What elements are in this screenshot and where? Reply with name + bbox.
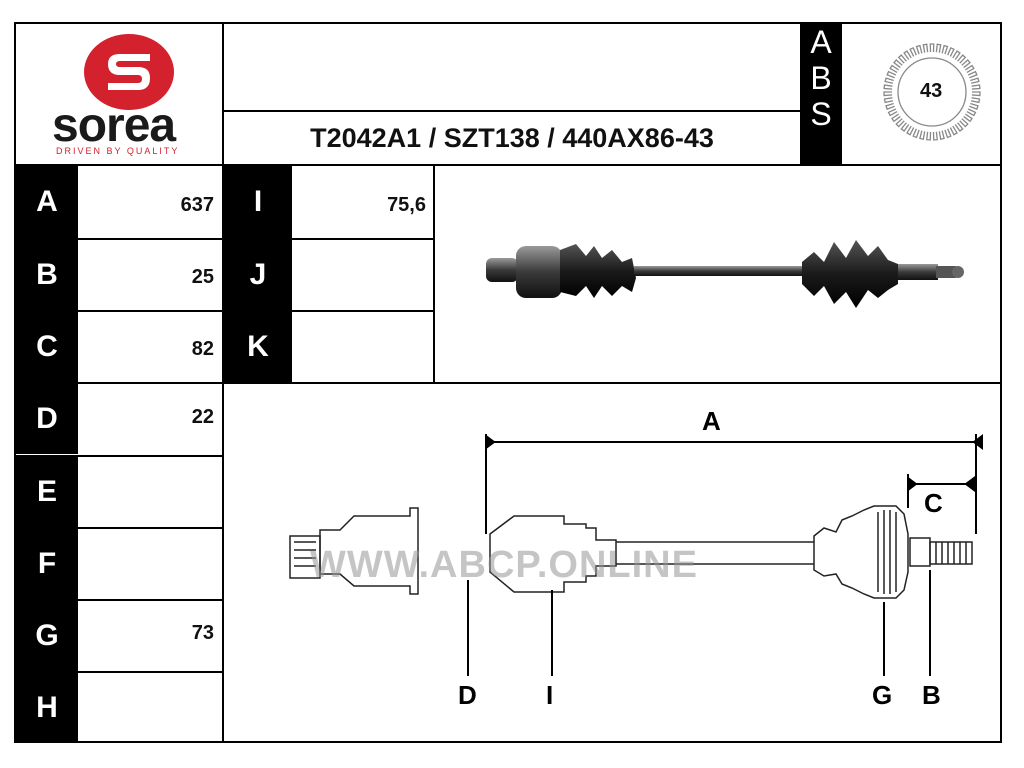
abs-tooth xyxy=(893,59,903,69)
abs-tooth xyxy=(887,108,898,117)
spec-label: C xyxy=(16,312,78,382)
divider xyxy=(16,671,224,673)
abs-tooth xyxy=(915,44,923,55)
divider xyxy=(433,164,435,384)
logo-area: sorea DRIVEN BY QUALITY xyxy=(16,24,222,164)
abs-tooth xyxy=(919,130,926,140)
abs-tooth xyxy=(957,54,967,64)
abs-tooth xyxy=(909,46,917,57)
abs-tooth xyxy=(971,91,981,97)
abs-tooth xyxy=(884,77,894,84)
dim-label-A: A xyxy=(702,406,721,436)
watermark: WWW.ABCP.ONLINE xyxy=(310,544,698,586)
brand-tagline: DRIVEN BY QUALITY xyxy=(56,146,180,156)
divider xyxy=(222,164,224,742)
dim-label-I: I xyxy=(546,680,554,710)
divider xyxy=(222,24,224,166)
abs-tooth xyxy=(935,43,942,53)
divider xyxy=(16,238,224,240)
abs-tooth xyxy=(886,70,897,79)
spec-label: F xyxy=(16,529,78,599)
spec-label: G xyxy=(16,601,78,671)
dim-label-B: B xyxy=(922,680,941,710)
divider xyxy=(16,164,1002,166)
spec-value: 25 xyxy=(191,266,214,288)
abs-tooth xyxy=(970,97,981,104)
divider xyxy=(16,455,224,457)
abs-tooth xyxy=(895,118,905,128)
abs-tooth xyxy=(883,91,893,97)
spec-label: J xyxy=(224,240,292,310)
divider xyxy=(16,599,224,601)
abs-tooth xyxy=(932,131,938,141)
abs-tooth xyxy=(971,84,981,90)
abs-teeth-count: 43 xyxy=(920,80,943,102)
spec-label: H xyxy=(16,673,78,743)
spec-value: 73 xyxy=(191,622,214,644)
dim-label-C: C xyxy=(924,488,943,518)
abs-tooth xyxy=(959,118,969,128)
dim-label-D: D xyxy=(458,680,477,710)
driveshaft-photo xyxy=(436,166,1000,382)
spec-label: E xyxy=(16,457,78,527)
spec-value: 637 xyxy=(180,194,214,216)
abs-tooth xyxy=(966,108,977,117)
abs-tooth xyxy=(938,130,945,140)
divider xyxy=(16,382,1002,384)
spec-value: 22 xyxy=(191,406,214,428)
dim-label-G: G xyxy=(872,680,893,710)
abs-tooth xyxy=(941,44,949,55)
abs-tooth xyxy=(926,131,932,141)
driveshaft-photo-icon xyxy=(486,240,964,308)
driveshaft-diagram xyxy=(289,434,983,676)
spec-label: A xyxy=(16,166,78,238)
abs-letters: A B S xyxy=(800,24,842,166)
divider xyxy=(224,238,434,240)
abs-tooth xyxy=(949,125,958,136)
abs-tooth xyxy=(922,43,929,53)
abs-tooth xyxy=(944,128,952,139)
divider xyxy=(16,527,224,529)
abs-tooth xyxy=(900,122,910,132)
abs-tooth xyxy=(912,128,920,139)
abs-tooth xyxy=(954,122,964,132)
abs-tooth xyxy=(967,70,978,79)
abs-tooth xyxy=(952,50,961,60)
spec-value: 75,6 xyxy=(387,194,426,216)
abs-tooth xyxy=(929,43,935,53)
abs-ring: 43 xyxy=(842,24,1002,164)
abs-tooth xyxy=(883,84,893,90)
spec-value: 82 xyxy=(191,338,214,360)
abs-tooth xyxy=(965,64,975,73)
divider xyxy=(16,310,224,312)
abs-tooth xyxy=(963,113,973,123)
abs-ring-icon xyxy=(883,43,981,141)
abs-tooth xyxy=(947,46,955,57)
spec-label: D xyxy=(16,384,78,454)
spec-label: B xyxy=(16,240,78,310)
divider xyxy=(222,110,800,112)
abs-tooth xyxy=(883,97,894,104)
technical-diagram: A C D I G B WWW.ABCP.ONLINE xyxy=(224,384,1000,742)
abs-tooth xyxy=(889,64,899,73)
brand-name: sorea xyxy=(52,99,176,152)
spec-label: I xyxy=(224,166,292,238)
abs-tooth xyxy=(885,102,895,110)
abs-letter: S xyxy=(810,96,832,132)
divider xyxy=(224,310,434,312)
abs-letter: A xyxy=(810,24,832,60)
abs-tooth xyxy=(897,54,907,64)
abs-tooth xyxy=(970,77,980,84)
abs-tooth xyxy=(903,50,912,60)
spec-label: K xyxy=(224,312,292,382)
abs-tooth xyxy=(906,125,915,136)
abs-tooth xyxy=(891,113,901,123)
abs-letter: B xyxy=(810,60,832,96)
part-numbers-title: T2042A1 / SZT138 / 440AX86-43 xyxy=(310,122,714,153)
sorea-logo-icon xyxy=(84,34,174,110)
abs-tooth xyxy=(961,59,971,69)
abs-tooth xyxy=(969,102,979,110)
